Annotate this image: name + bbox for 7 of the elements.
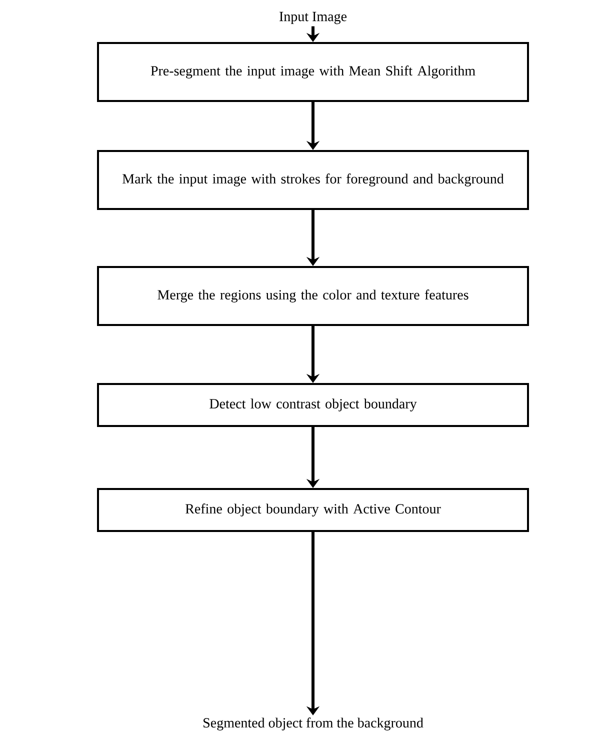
process-box: Pre-segment the input image with Mean Shift Algorithm [97,42,529,102]
process-box: Mark the input image with strokes for foreground and background [97,150,529,210]
process-box: Detect low contrast object boundary [97,383,529,427]
process-box: Refine object boundary with Active Contour [97,488,529,532]
flow-text: Input Image [280,12,347,24]
process-box: Merge the regions using the color and texture features [97,266,529,326]
flow-text: Segmented object from the background [204,718,424,730]
